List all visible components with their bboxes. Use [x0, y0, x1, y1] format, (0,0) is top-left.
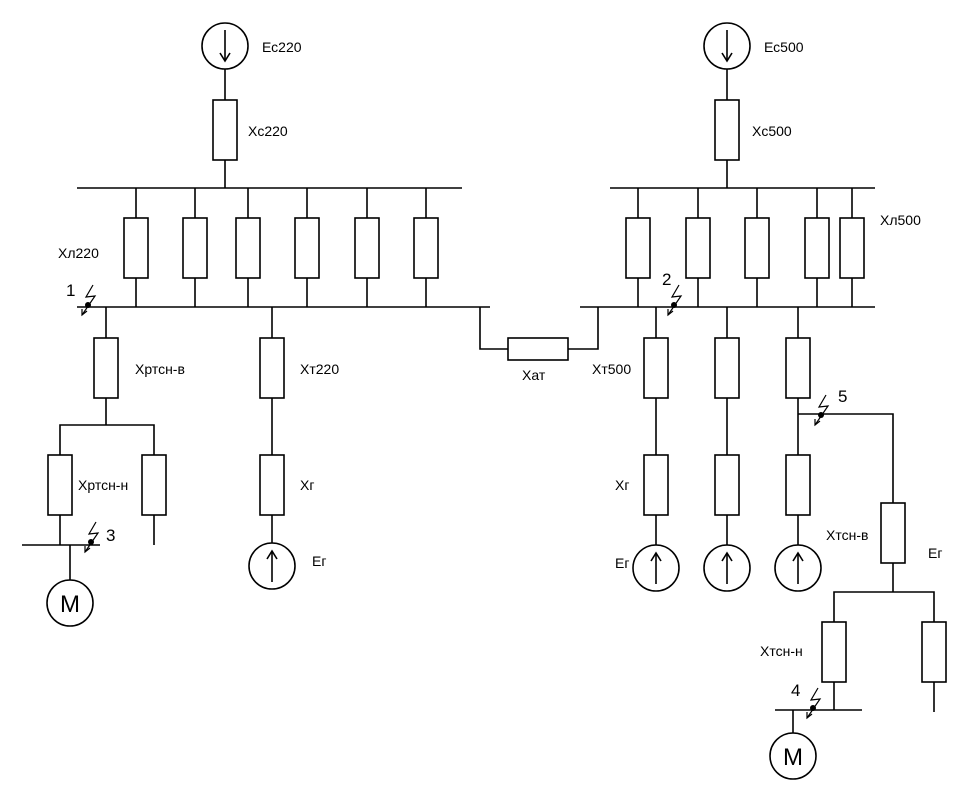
source-ec220	[201, 22, 249, 70]
label-xg-left: Хг	[300, 477, 314, 493]
label-eg-right: Ег	[615, 555, 629, 571]
lines-220	[123, 188, 439, 307]
generator-right-2	[703, 544, 751, 592]
resistor-xt500-2	[714, 337, 740, 399]
label-eg-left: Ег	[312, 553, 326, 569]
motor-right: М	[769, 732, 817, 780]
label-xtsn-n: Хтсн-н	[760, 643, 803, 659]
generator-right-1	[632, 544, 680, 592]
resistor-xrtsn-n	[47, 454, 73, 516]
resistor-xg-right-3	[785, 454, 811, 516]
resistor-xat	[507, 337, 569, 361]
resistor-xt500	[643, 337, 669, 399]
fault-3-label: 3	[106, 526, 115, 545]
label-xrtsn-v: Хртсн-в	[135, 361, 185, 377]
generator-left	[248, 542, 296, 590]
resistor-xtsn-n	[821, 621, 847, 683]
fault-2-label: 2	[662, 270, 671, 289]
motor-left: М	[46, 579, 94, 627]
source-ec500	[703, 22, 751, 70]
resistor-xtsn-n2	[921, 621, 947, 683]
label-xt220: Хт220	[300, 361, 339, 377]
fault-4-label: 4	[791, 681, 800, 700]
resistor-xc500	[714, 99, 740, 161]
resistor-xrtsn-v	[93, 337, 119, 399]
resistor-xg-right	[643, 454, 669, 516]
fault-marker-4	[806, 687, 822, 720]
label-xt500: Хт500	[592, 361, 631, 377]
label-xg-right: Хг	[615, 477, 629, 493]
label-eg-mid: Ег	[928, 545, 942, 561]
resistor-xt500-3	[785, 337, 811, 399]
resistor-xtsn-v	[880, 502, 906, 564]
label-xl500: Хл500	[880, 212, 921, 228]
label-ec220: Ес220	[262, 39, 302, 55]
resistor-xc220	[212, 99, 238, 161]
motor-right-label: М	[783, 744, 803, 771]
label-xtsn-v: Хтсн-в	[826, 527, 868, 543]
fault-marker-2	[667, 284, 683, 317]
generator-right-3	[774, 544, 822, 592]
lines-500	[625, 188, 865, 307]
label-xat: Хат	[522, 367, 546, 383]
label-xc220: Хс220	[248, 123, 288, 139]
label-xc500: Хс500	[752, 123, 792, 139]
label-xrtsn-n: Хртсн-н	[78, 477, 128, 493]
fault-marker-1	[81, 284, 97, 317]
fault-1-label: 1	[66, 281, 75, 300]
resistor-xg-right-2	[714, 454, 740, 516]
label-xl220: Хл220	[58, 245, 99, 261]
resistor-xg-left	[259, 454, 285, 516]
resistor-xrtsn-n2	[141, 454, 167, 516]
resistor-xt220	[259, 337, 285, 399]
label-ec500: Ес500	[764, 39, 804, 55]
fault-marker-3	[84, 521, 100, 554]
motor-left-label: М	[60, 591, 80, 618]
fault-marker-5	[814, 394, 830, 427]
fault-5-label: 5	[838, 387, 847, 406]
